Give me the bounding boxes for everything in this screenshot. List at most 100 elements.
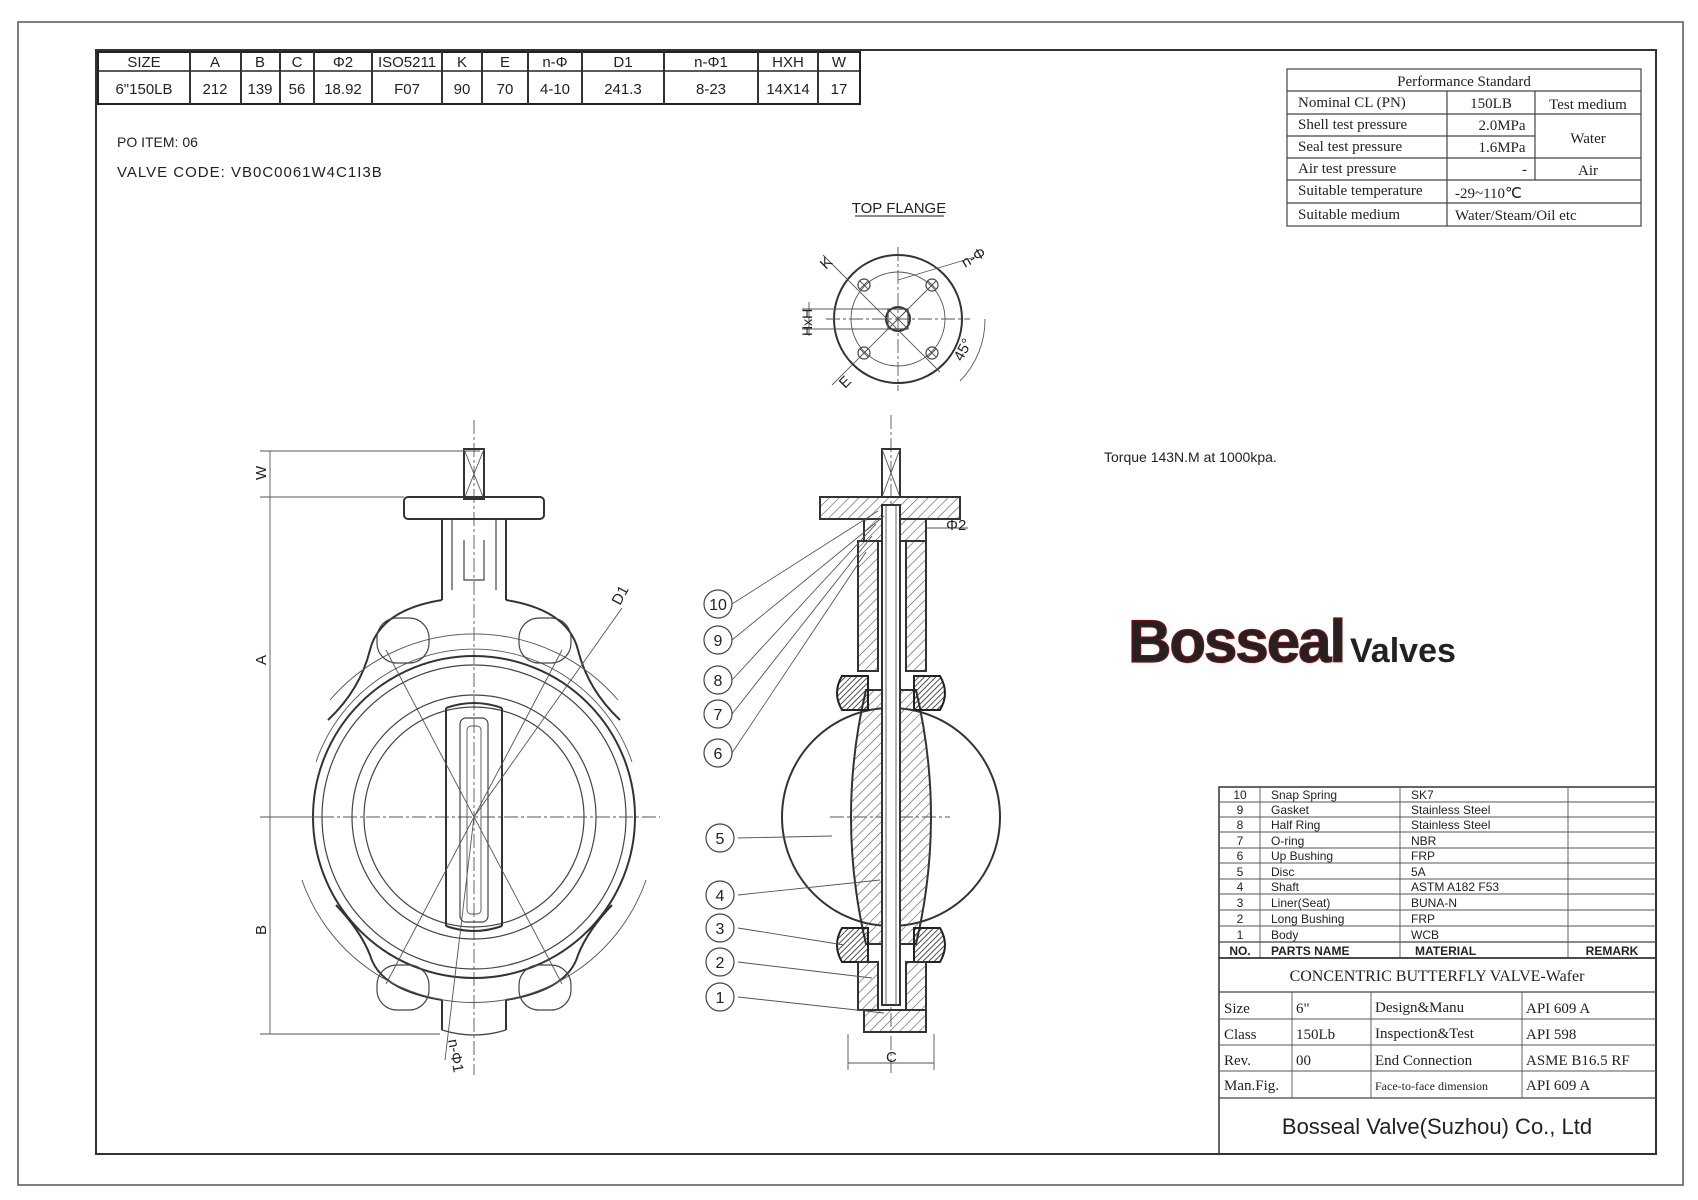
part-name: Body (1271, 928, 1298, 942)
parts-header-no: NO. (1229, 944, 1250, 958)
parts-row: 6 Up Bushing FRP (1237, 849, 1435, 863)
dim-header-w: W (832, 54, 847, 71)
po-item: PO ITEM: 06 (117, 134, 198, 150)
design-value: API 609 A (1526, 1001, 1590, 1017)
dim-value-hxh: 14X14 (766, 81, 809, 98)
parts-header-row: NO. PARTS NAME MATERIAL REMARK (1229, 944, 1638, 958)
balloon-5-label: 5 (716, 831, 725, 848)
balloon-4-label: 4 (716, 888, 725, 905)
dim-header-phi2: Φ2 (333, 54, 353, 71)
top-flange-view: TOP FLANGE K n-Φ HxH E 45° (799, 200, 989, 392)
face-to-face-value: API 609 A (1526, 1078, 1590, 1094)
part-no: 9 (1237, 803, 1244, 817)
medium-label: Suitable medium (1298, 207, 1400, 223)
part-name: O-ring (1271, 834, 1304, 848)
part-no: 5 (1237, 865, 1244, 879)
dim-header-size: SIZE (127, 54, 160, 71)
medium-value: Water/Steam/Oil etc (1455, 208, 1577, 224)
dim-header-hxh: HXH (772, 54, 804, 71)
dim-value-iso5211: F07 (394, 81, 420, 98)
temperature-label: Suitable temperature (1298, 183, 1423, 199)
water-medium: Water (1570, 131, 1605, 147)
dim-value-d1: 241.3 (604, 81, 642, 98)
dim-value-k: 90 (454, 81, 471, 98)
part-no: 7 (1237, 834, 1244, 848)
dim-header-d1: D1 (613, 54, 632, 71)
balloon-10-label: 10 (709, 597, 727, 614)
dim-value-n-phi1: 8-23 (696, 81, 726, 98)
balloon-6-label: 6 (714, 746, 723, 763)
a-dim-label: A (253, 655, 270, 665)
torque-note: Torque 143N.M at 1000kpa. (1104, 449, 1277, 465)
parts-row: 5 Disc 5A (1237, 865, 1426, 879)
parts-header-remark: REMARK (1586, 944, 1639, 958)
part-material: FRP (1411, 912, 1435, 926)
balloon-9: 9 (703, 625, 733, 655)
class-label: Class (1224, 1027, 1257, 1043)
title-block-title: CONCENTRIC BUTTERFLY VALVE-Wafer (1290, 968, 1586, 985)
dim-header-c: C (292, 54, 303, 71)
inspection-label: Inspection&Test (1375, 1026, 1475, 1042)
part-name: Up Bushing (1271, 849, 1333, 863)
balloon-7-label: 7 (714, 707, 723, 724)
k-label: K (817, 254, 836, 273)
n-phi-label: n-Φ (959, 244, 989, 271)
valve-code: VALVE CODE: VB0C0061W4C1I3B (117, 164, 383, 181)
balloon-1: 1 (705, 982, 735, 1012)
dim-header-iso5211: ISO5211 (378, 54, 436, 71)
part-name: Snap Spring (1271, 788, 1337, 802)
balloon-2-label: 2 (716, 955, 725, 972)
logo-brand: Bosseal (1128, 608, 1344, 675)
size-label: Size (1224, 1001, 1250, 1017)
n-phi1-dim-label: n-Φ1 (444, 1038, 467, 1074)
balloon-2: 2 (705, 947, 735, 977)
part-material: ASTM A182 F53 (1411, 880, 1499, 894)
dim-header-n-phi: n-Φ (542, 54, 567, 71)
part-balloons: 10 9 8 7 6 5 4 3 2 1 (703, 510, 885, 1014)
balloon-5: 5 (705, 823, 735, 853)
end-connection-label: End Connection (1375, 1053, 1473, 1069)
part-material: BUNA-N (1411, 896, 1457, 910)
dim-value-phi2: 18.92 (324, 81, 362, 98)
class-value: 150Lb (1296, 1027, 1335, 1043)
angle-label: 45° (951, 336, 977, 364)
part-name: Half Ring (1271, 818, 1320, 832)
part-material: Stainless Steel (1411, 818, 1490, 832)
balloon-3-label: 3 (716, 921, 725, 938)
air-test-value: - (1522, 162, 1527, 178)
parts-row: 1 Body WCB (1237, 928, 1439, 942)
part-material: SK7 (1411, 788, 1434, 802)
parts-row: 8 Half Ring Stainless Steel (1237, 818, 1491, 832)
size-value: 6" (1296, 1001, 1310, 1017)
dimension-table: SIZE A B C Φ2 ISO5211 K E n-Φ D1 n-Φ1 HX… (97, 51, 861, 105)
part-material: FRP (1411, 849, 1435, 863)
w-dim-label: W (253, 465, 270, 480)
part-name: Long Bushing (1271, 912, 1344, 926)
inner-frame (95, 49, 1657, 1155)
balloon-3: 3 (705, 913, 735, 943)
shell-test-value: 2.0MPa (1478, 118, 1525, 134)
part-material: WCB (1411, 928, 1439, 942)
parts-row: 10 Snap Spring SK7 (1233, 788, 1434, 802)
part-name: Disc (1271, 865, 1294, 879)
parts-row: 7 O-ring NBR (1237, 834, 1437, 848)
phi2-dim-label: Φ2 (946, 517, 966, 534)
nominal-label: Nominal CL (PN) (1298, 95, 1406, 111)
hxh-label: HxH (799, 309, 815, 336)
rev-value: 00 (1296, 1053, 1311, 1069)
balloon-10: 10 (703, 589, 733, 619)
company-name: Bosseal Valve(Suzhou) Co., Ltd (1282, 1114, 1592, 1139)
logo-suffix: Valves (1350, 632, 1456, 670)
design-label: Design&Manu (1375, 1000, 1465, 1016)
seal-test-label: Seal test pressure (1298, 139, 1402, 155)
parts-header-name: PARTS NAME (1271, 944, 1349, 958)
part-name: Liner(Seat) (1271, 896, 1330, 910)
parts-header-material: MATERIAL (1415, 944, 1476, 958)
balloon-6: 6 (703, 738, 733, 768)
dim-value-a: 212 (202, 81, 227, 98)
dim-header-n-phi1: n-Φ1 (694, 54, 728, 71)
part-material: 5A (1411, 865, 1426, 879)
parts-row: 4 Shaft ASTM A182 F53 (1237, 880, 1500, 894)
air-test-label: Air test pressure (1298, 161, 1397, 177)
